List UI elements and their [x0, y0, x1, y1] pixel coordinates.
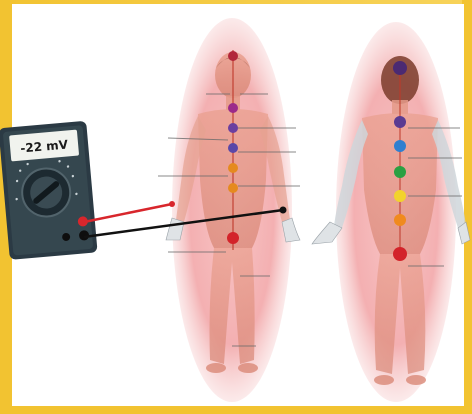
back-chakra-heart — [394, 166, 406, 178]
front-chakra-crown — [228, 51, 238, 61]
front-chakra-root — [227, 232, 239, 244]
front-chakra-heart — [228, 143, 238, 153]
back-chakra-third-eye — [394, 116, 406, 128]
front-chakra-sacral — [228, 183, 238, 193]
front-chakra-solar — [228, 163, 238, 173]
back-chakra-throat — [394, 140, 406, 152]
back-chakra-solar — [394, 190, 406, 202]
probe-icon — [280, 207, 287, 214]
multimeter: -22 mV — [0, 121, 98, 260]
back-chakra-crown — [393, 61, 407, 75]
back-chakra-root — [393, 247, 407, 261]
front-chakra-throat — [228, 123, 238, 133]
back-chakra-sacral — [394, 214, 406, 226]
front-chakra-third-eye — [228, 103, 238, 113]
